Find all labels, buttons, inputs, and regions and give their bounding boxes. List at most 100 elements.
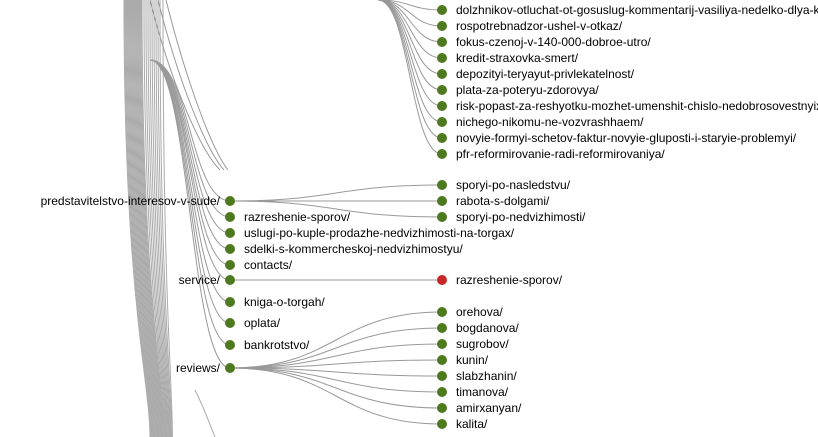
node-service[interactable] bbox=[225, 275, 235, 285]
link-reviews-slabzhanin bbox=[229, 367, 443, 377]
node-reviews-kunin[interactable] bbox=[437, 355, 447, 365]
bundle-link bbox=[126, 0, 153, 437]
bundle-link bbox=[153, 0, 170, 437]
node-label-kalita: kalita/ bbox=[456, 417, 488, 431]
bundle-link bbox=[140, 0, 165, 437]
node-service-razreshenie-sporov[interactable] bbox=[437, 275, 447, 285]
bundle-link bbox=[159, 0, 173, 437]
node-predstavitelstvo-interesov-v-sude-sporyi-po-nasledstvu[interactable] bbox=[437, 180, 447, 190]
node-reviews-kalita[interactable] bbox=[437, 419, 447, 429]
node-pfr-reformirovanie-radi-reformirovaniya[interactable] bbox=[437, 149, 447, 159]
node-reviews-orehova[interactable] bbox=[437, 307, 447, 317]
node-label-bogdanova: bogdanova/ bbox=[456, 321, 519, 335]
node-reviews[interactable] bbox=[225, 363, 235, 373]
bundle-link bbox=[162, 0, 173, 437]
link-reviews-kalita bbox=[229, 367, 443, 425]
node-label-pfr-reformirovanie-radi-reformirovaniya: pfr-reformirovanie-radi-reformirovaniya/ bbox=[456, 147, 665, 161]
node-rospotrebnadzor-ushel-v-otkaz[interactable] bbox=[437, 21, 447, 31]
node-reviews-sugrobov[interactable] bbox=[437, 339, 447, 349]
bundle-link bbox=[138, 0, 163, 437]
node-label-rabota-s-dolgami: rabota-s-dolgami/ bbox=[456, 194, 550, 208]
node-label-nichego-nikomu-ne-vozvrashhaem: nichego-nikomu-ne-vozvrashhaem/ bbox=[456, 115, 644, 129]
link-reviews-kunin bbox=[229, 359, 443, 369]
node-depozityi-teryayut-privlekatelnost[interactable] bbox=[437, 69, 447, 79]
node-risk-popast-za-reshyotku-mozhet-umenshit-chislo-nedobrosovestnyix-zaemshhikov[interactable] bbox=[437, 101, 447, 111]
tree-nodes: dolzhnikov-otluchat-ot-gosuslug-kommenta… bbox=[41, 3, 818, 431]
node-label-rospotrebnadzor-ushel-v-otkaz: rospotrebnadzor-ushel-v-otkaz/ bbox=[456, 19, 623, 33]
node-label-timanova: timanova/ bbox=[456, 385, 509, 399]
node-label-service: service/ bbox=[179, 273, 221, 287]
link-reviews-amirxanyan bbox=[229, 367, 443, 409]
upper-link bbox=[157, 0, 225, 171]
node-label-razreshenie-sporov: razreshenie-sporov/ bbox=[244, 210, 351, 224]
node-label-sugrobov: sugrobov/ bbox=[456, 337, 509, 351]
link-reviews-sugrobov bbox=[229, 343, 443, 369]
node-razreshenie-sporov[interactable] bbox=[225, 212, 235, 222]
node-reviews-slabzhanin[interactable] bbox=[437, 371, 447, 381]
node-label-reviews: reviews/ bbox=[176, 361, 221, 375]
link-reviews-timanova bbox=[229, 367, 443, 393]
bundle-link bbox=[149, 0, 169, 437]
node-reviews-timanova[interactable] bbox=[437, 387, 447, 397]
upper-link bbox=[165, 0, 229, 171]
node-reviews-bogdanova[interactable] bbox=[437, 323, 447, 333]
bundle-link bbox=[124, 0, 152, 437]
bundle-link bbox=[131, 0, 157, 437]
bundle-link bbox=[139, 0, 164, 437]
node-label-kniga-o-torgah: kniga-o-torgah/ bbox=[244, 295, 325, 309]
bundle-link bbox=[125, 0, 153, 437]
node-dolzhnikov-otluchat-ot-gosuslug-kommentarij-vasiliya-nedelko-dlya-ktv-ru[interactable] bbox=[437, 5, 447, 15]
node-label-fokus-czenoj-v-140-000-dobroe-utro: fokus-czenoj-v-140-000-dobroe-utro/ bbox=[456, 35, 651, 49]
node-plata-za-poteryu-zdorovya[interactable] bbox=[437, 85, 447, 95]
node-label-predstavitelstvo-interesov-v-sude: predstavitelstvo-interesov-v-sude/ bbox=[41, 194, 221, 208]
link-top-risk-popast-za-reshyotku-mozhet-umenshit-chislo-nedobrosovestnyix-zaemshhikov bbox=[377, 0, 443, 107]
bundle-link bbox=[123, 0, 151, 437]
bundle-link bbox=[141, 0, 165, 437]
node-label-plata-za-poteryu-zdorovya: plata-za-poteryu-zdorovya/ bbox=[456, 83, 599, 97]
node-label-depozityi-teryayut-privlekatelnost: depozityi-teryayut-privlekatelnost/ bbox=[456, 67, 635, 81]
link-to-level1 bbox=[149, 59, 231, 218]
node-label-orehova: orehova/ bbox=[456, 305, 503, 319]
node-reviews-amirxanyan[interactable] bbox=[437, 403, 447, 413]
bundle-link bbox=[151, 0, 169, 437]
bundle-link bbox=[136, 0, 161, 437]
bundle-link bbox=[145, 0, 167, 437]
bundle-link bbox=[132, 0, 158, 437]
bundle-link bbox=[133, 0, 159, 437]
upper-link bbox=[149, 0, 221, 171]
node-label-uslugi-po-kuple-prodazhe-nedvizhimosti-na-torgax: uslugi-po-kuple-prodazhe-nedvizhimosti-n… bbox=[244, 226, 515, 240]
link-reviews-orehova bbox=[229, 311, 443, 369]
node-bankrotstvo[interactable] bbox=[225, 340, 235, 350]
bundle-link bbox=[128, 0, 155, 437]
node-sdelki-s-kommercheskoj-nedvizhimostyu[interactable] bbox=[225, 244, 235, 254]
node-kniga-o-torgah[interactable] bbox=[225, 297, 235, 307]
node-oplata[interactable] bbox=[225, 318, 235, 328]
node-label-kredit-straxovka-smert: kredit-straxovka-smert/ bbox=[456, 51, 579, 65]
node-uslugi-po-kuple-prodazhe-nedvizhimosti-na-torgax[interactable] bbox=[225, 228, 235, 238]
node-predstavitelstvo-interesov-v-sude-rabota-s-dolgami[interactable] bbox=[437, 196, 447, 206]
node-label-razreshenie-sporov: razreshenie-sporov/ bbox=[456, 273, 563, 287]
node-fokus-czenoj-v-140-000-dobroe-utro[interactable] bbox=[437, 37, 447, 47]
node-label-sporyi-po-nasledstvu: sporyi-po-nasledstvu/ bbox=[456, 178, 571, 192]
node-contacts[interactable] bbox=[225, 260, 235, 270]
node-nichego-nikomu-ne-vozvrashhaem[interactable] bbox=[437, 117, 447, 127]
node-label-novyie-formyi-schetov-faktur-novyie-gluposti-i-staryie-problemyi: novyie-formyi-schetov-faktur-novyie-glup… bbox=[456, 131, 797, 145]
tree-links bbox=[149, 0, 443, 425]
bundle-link bbox=[137, 0, 162, 437]
node-label-slabzhanin: slabzhanin/ bbox=[456, 369, 517, 383]
node-kredit-straxovka-smert[interactable] bbox=[437, 53, 447, 63]
bundle-link bbox=[129, 0, 156, 437]
node-predstavitelstvo-interesov-v-sude-sporyi-po-nedvizhimosti[interactable] bbox=[437, 212, 447, 222]
node-label-contacts: contacts/ bbox=[244, 258, 293, 272]
bundle-link bbox=[130, 0, 157, 437]
node-label-sdelki-s-kommercheskoj-nedvizhimostyu: sdelki-s-kommercheskoj-nedvizhimostyu/ bbox=[244, 242, 463, 256]
link-top-pfr-reformirovanie-radi-reformirovaniya bbox=[377, 0, 443, 155]
node-predstavitelstvo-interesov-v-sude[interactable] bbox=[225, 196, 235, 206]
node-novyie-formyi-schetov-faktur-novyie-gluposti-i-staryie-problemyi[interactable] bbox=[437, 133, 447, 143]
bundle-link bbox=[135, 0, 161, 437]
link-to-level1 bbox=[149, 59, 231, 369]
link-top-nichego-nikomu-ne-vozvrashhaem bbox=[377, 0, 443, 123]
link-top-kredit-straxovka-smert bbox=[377, 0, 443, 59]
node-label-risk-popast-za-reshyotku-mozhet-umenshit-chislo-nedobrosovestnyix-zaemshhikov: risk-popast-za-reshyotku-mozhet-umenshit… bbox=[456, 99, 818, 113]
